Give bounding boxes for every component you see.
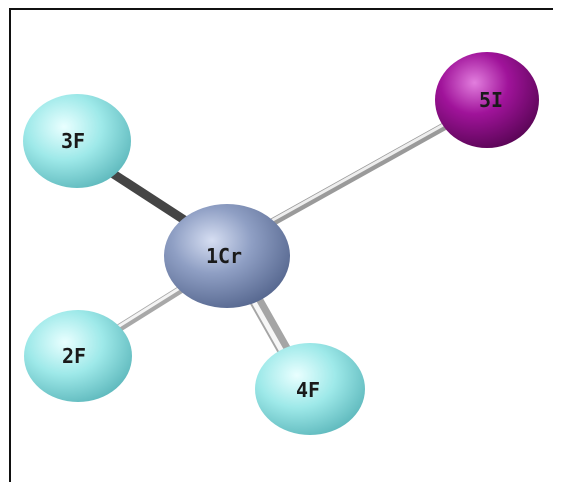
atom-f2-label: 2F xyxy=(62,344,86,368)
atom-f4: 4F xyxy=(255,343,365,435)
atom-f4-sphere xyxy=(255,343,365,435)
atom-i5: 5I xyxy=(435,52,539,148)
atom-f3-label: 3F xyxy=(61,129,85,153)
atom-f2-sphere xyxy=(24,310,132,402)
atom-cr1: 1Cr xyxy=(164,204,290,308)
atom-i5-label: 5I xyxy=(479,88,503,112)
atom-f4-label: 4F xyxy=(296,378,320,402)
atom-i5-sphere xyxy=(435,52,539,148)
atom-f3-sphere xyxy=(23,94,131,188)
atom-cr1-sphere xyxy=(164,204,290,308)
bond-cr-i-highlight xyxy=(260,108,472,228)
atom-f2: 2F xyxy=(24,310,132,402)
bond-cr-i xyxy=(258,108,474,232)
atom-cr1-label: 1Cr xyxy=(206,244,242,268)
atom-f3: 3F xyxy=(23,94,131,188)
